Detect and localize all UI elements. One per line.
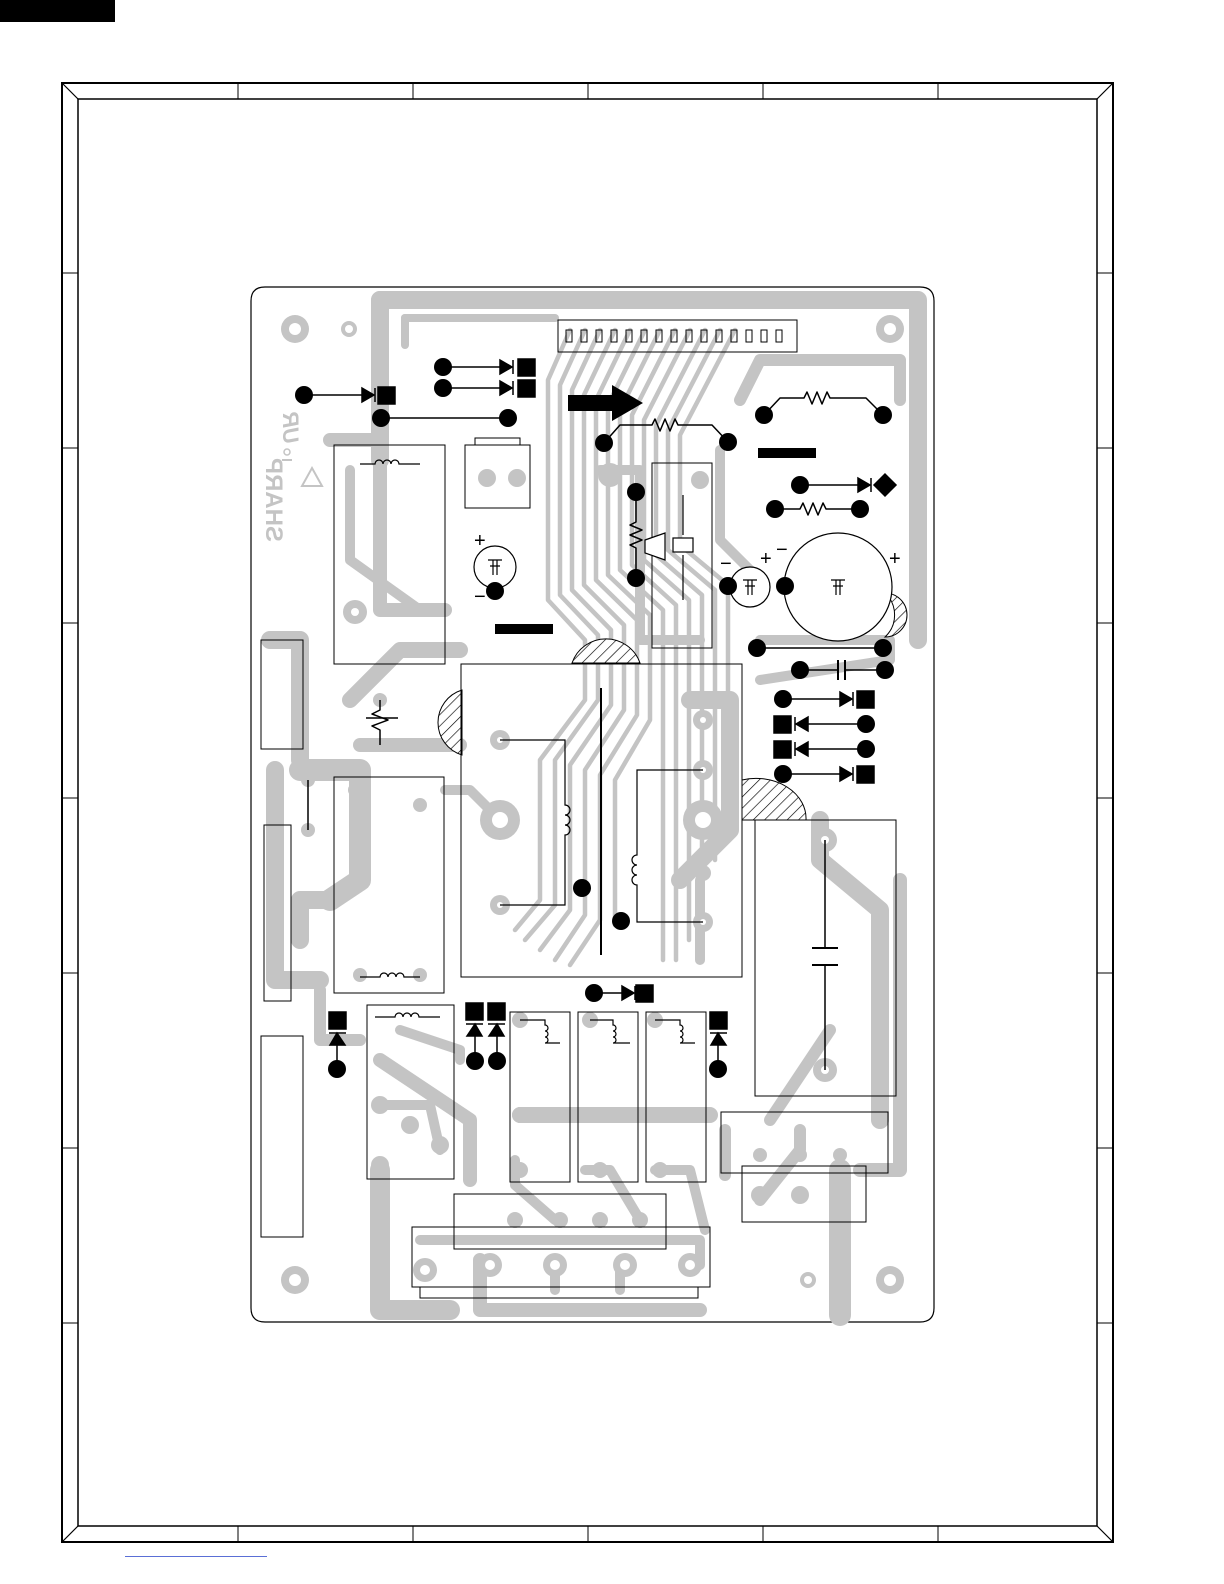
minus-mark: − xyxy=(474,586,486,608)
footer-rule xyxy=(125,1556,267,1557)
plus-mark: + xyxy=(474,530,486,552)
ur-mark: UR xyxy=(278,412,303,444)
minus-mark: − xyxy=(720,553,732,575)
minus-mark: − xyxy=(776,539,788,561)
plus-mark: + xyxy=(889,548,901,570)
brand-logo: SHARP xyxy=(260,458,287,542)
plus-mark: + xyxy=(760,548,772,570)
